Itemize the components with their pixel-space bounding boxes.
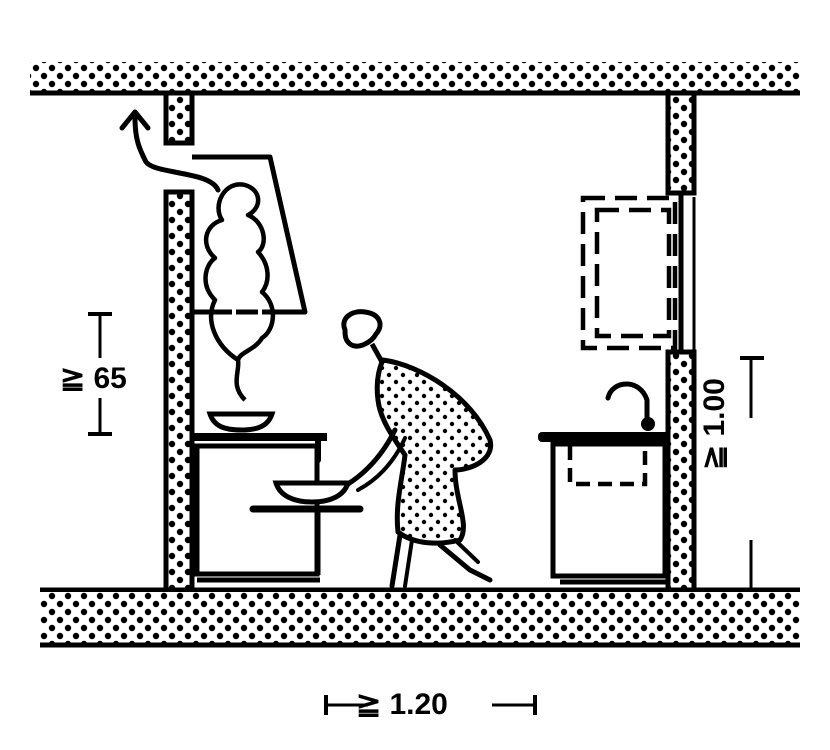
right-wall-upper	[665, 90, 697, 196]
bowl-on-oven-door	[272, 480, 352, 505]
aisle-width-label: ≧ 1.20	[356, 688, 448, 721]
oven-door-open	[249, 505, 364, 575]
faucet-icon	[605, 381, 655, 431]
exhaust-duct	[163, 90, 195, 146]
wall-cabinet-dashed	[580, 195, 678, 351]
person-bending	[341, 309, 494, 589]
exhaust-arrow-icon	[119, 109, 221, 193]
right-wall-lower	[665, 349, 697, 595]
steam-plume	[203, 182, 276, 402]
left-wall	[163, 189, 195, 593]
dimension-counter-height	[740, 356, 764, 590]
ceiling-slab	[30, 62, 800, 96]
counter-height-label: ≧ 1.00	[698, 378, 731, 470]
pot-on-stove	[206, 411, 276, 433]
sink-counter	[538, 432, 670, 585]
range-hood	[192, 154, 308, 315]
dimension-hood-height	[88, 312, 112, 436]
dimension-aisle-width	[324, 695, 537, 715]
floor-slab	[40, 587, 800, 648]
hood-height-label: ≧ 65	[60, 362, 127, 395]
